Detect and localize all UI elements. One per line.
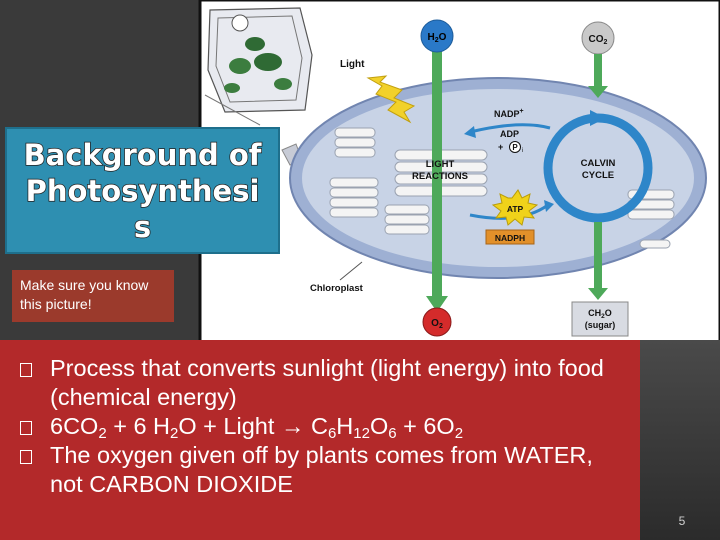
atp-supply-head — [544, 200, 554, 212]
light-reactions-label-2: REACTIONS — [412, 171, 468, 182]
co2-sub: 2 — [604, 39, 608, 46]
h2o-arrow-shaft — [432, 48, 442, 298]
svg-text:H2O: H2O — [428, 32, 447, 44]
nadp-return-arrow — [469, 123, 551, 134]
bullet-box-icon — [20, 421, 32, 435]
page-number: 5 — [678, 514, 686, 528]
calvin-arrow-head — [590, 110, 606, 126]
o2-sub: 2 — [439, 323, 443, 330]
svg-text:O2: O2 — [431, 318, 443, 330]
bullet-box-icon — [20, 450, 32, 464]
bullet-text: Process that converts sunlight (light en… — [50, 355, 604, 410]
bullet-text: 6CO — [50, 413, 99, 439]
nadph-box — [485, 229, 535, 245]
side-strip — [640, 340, 720, 540]
sugar-label: (sugar) — [585, 320, 616, 330]
o2-label: O — [431, 318, 439, 329]
h2o-end: O — [439, 32, 447, 43]
pi-sub: i — [522, 148, 523, 154]
note-box: Make sure you know this picture! — [12, 270, 174, 322]
bullet-item: Process that converts sunlight (light en… — [18, 354, 628, 412]
atp-burst — [491, 189, 539, 226]
sugar-box — [571, 301, 629, 337]
chloroplast-pointer — [339, 261, 363, 281]
h2o-label: H — [428, 32, 435, 43]
calvin-label-2: CYCLE — [582, 170, 614, 181]
bullet-item: 6CO2 + 6 H2O + Light → C6H12O6 + 6O2 — [18, 412, 628, 441]
chloroplast-label: Chloroplast — [310, 283, 364, 294]
bullet-subscript: 6 — [388, 425, 397, 442]
bullet-item: The oxygen given off by plants comes fro… — [18, 441, 628, 499]
ch2o-end: O — [605, 308, 612, 318]
co2-arrow-head — [588, 86, 608, 98]
bullet-box-icon — [20, 363, 32, 377]
sugar-arrow-shaft — [594, 222, 602, 288]
light-label: Light — [340, 59, 365, 70]
thylakoid-stacks — [329, 127, 675, 249]
bullet-subscript: 6 — [327, 425, 337, 442]
bullet-text: + 6 H — [106, 413, 171, 439]
note-text: Make sure you know this picture! — [20, 277, 149, 312]
bullet-list: Process that converts sunlight (light en… — [18, 354, 628, 499]
bullet-text: The oxygen given off by plants comes fro… — [50, 442, 593, 497]
atp-label: ATP — [507, 204, 524, 214]
title-box: Background of Photosynthesis — [5, 127, 280, 254]
bullet-text: O — [369, 413, 389, 439]
bullet-text: + 6O — [396, 413, 455, 439]
co2-label: CO — [589, 34, 604, 45]
svg-text:CO2: CO2 — [589, 34, 608, 46]
nadph-label: NADPH — [495, 233, 525, 243]
svg-text:NADP+: NADP+ — [494, 108, 524, 119]
o2-circle — [422, 307, 452, 337]
pi-label: P — [512, 143, 518, 152]
svg-text:P: P — [512, 143, 518, 152]
nadp-sup: + — [520, 108, 524, 115]
sugar-arrow-head — [588, 288, 608, 300]
slide-title: Background of Photosynthesis — [23, 137, 262, 245]
bullet-text: O + Light → C — [178, 413, 328, 439]
pi-plus: + — [498, 142, 503, 152]
svg-text:CH2O: CH2O — [588, 308, 612, 320]
bullet-subscript: 2 — [98, 425, 107, 442]
h2o-circle — [420, 19, 454, 53]
ch2o-sub: 2 — [601, 313, 605, 320]
bullet-subscript: 12 — [353, 425, 370, 442]
nadp-return-head — [464, 126, 476, 138]
light-bolt-icon — [366, 75, 416, 124]
content-panel — [0, 340, 640, 540]
calvin-label-1: CALVIN — [581, 158, 616, 169]
h2o-arrow-head — [426, 296, 448, 312]
bullet-subscript: 2 — [170, 425, 179, 442]
bullet-text: H — [336, 413, 354, 439]
h2o-sub: 2 — [435, 37, 439, 44]
plant-cell-sketch — [204, 7, 313, 126]
pi-circle — [509, 141, 521, 153]
nadp-label: NADP — [494, 109, 520, 119]
co2-arrow-shaft — [594, 54, 602, 86]
bullet-subscript: 2 — [454, 425, 464, 442]
light-reactions-label-1: LIGHT — [426, 159, 455, 170]
adp-label: ADP — [500, 129, 519, 139]
ch2o-label: CH — [588, 308, 601, 318]
